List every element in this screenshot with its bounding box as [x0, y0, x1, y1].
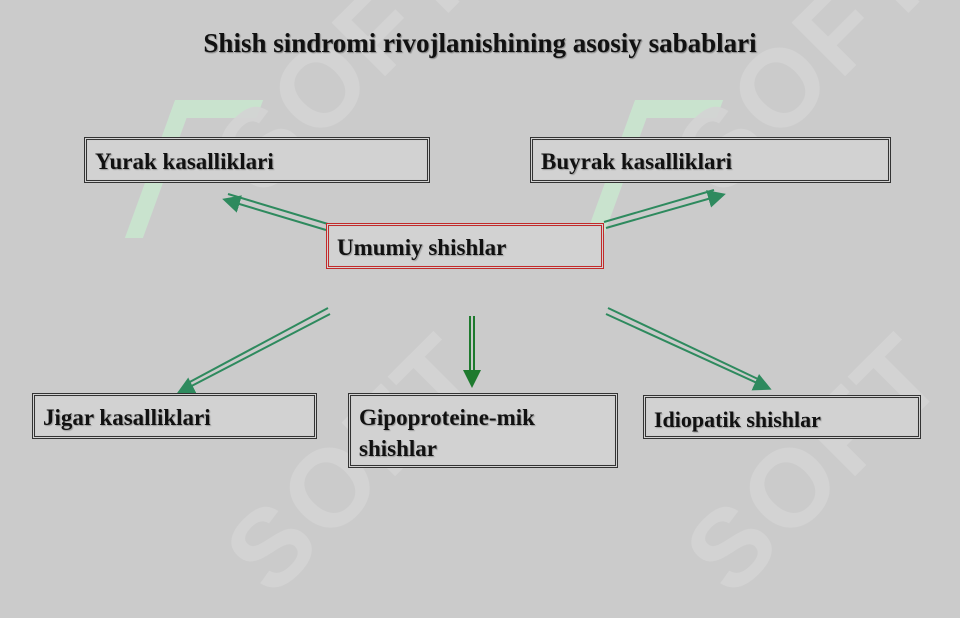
diagram-title: Shish sindromi rivojlanishining asosiy s… — [203, 28, 757, 58]
node-liver-diseases: Jigar kasalliklari — [32, 393, 317, 439]
arrow-to-liver — [176, 307, 331, 394]
arrow-to-heart — [222, 193, 329, 231]
node-heart-diseases: Yurak kasalliklari — [84, 137, 430, 183]
node-hypoproteinemic-edema: Gipoproteine-mik shishlar — [348, 393, 618, 468]
arrow-to-kidney — [603, 189, 726, 229]
arrows-layer — [176, 189, 772, 394]
arrow-to-idiopathic — [605, 307, 772, 391]
node-idiopathic-edema: Idiopatik shishlar — [643, 395, 921, 439]
node-general-edema: Umumiy shishlar — [326, 223, 604, 269]
arrow-to-hypoprotein — [463, 316, 481, 388]
node-kidney-diseases: Buyrak kasalliklari — [530, 137, 891, 183]
